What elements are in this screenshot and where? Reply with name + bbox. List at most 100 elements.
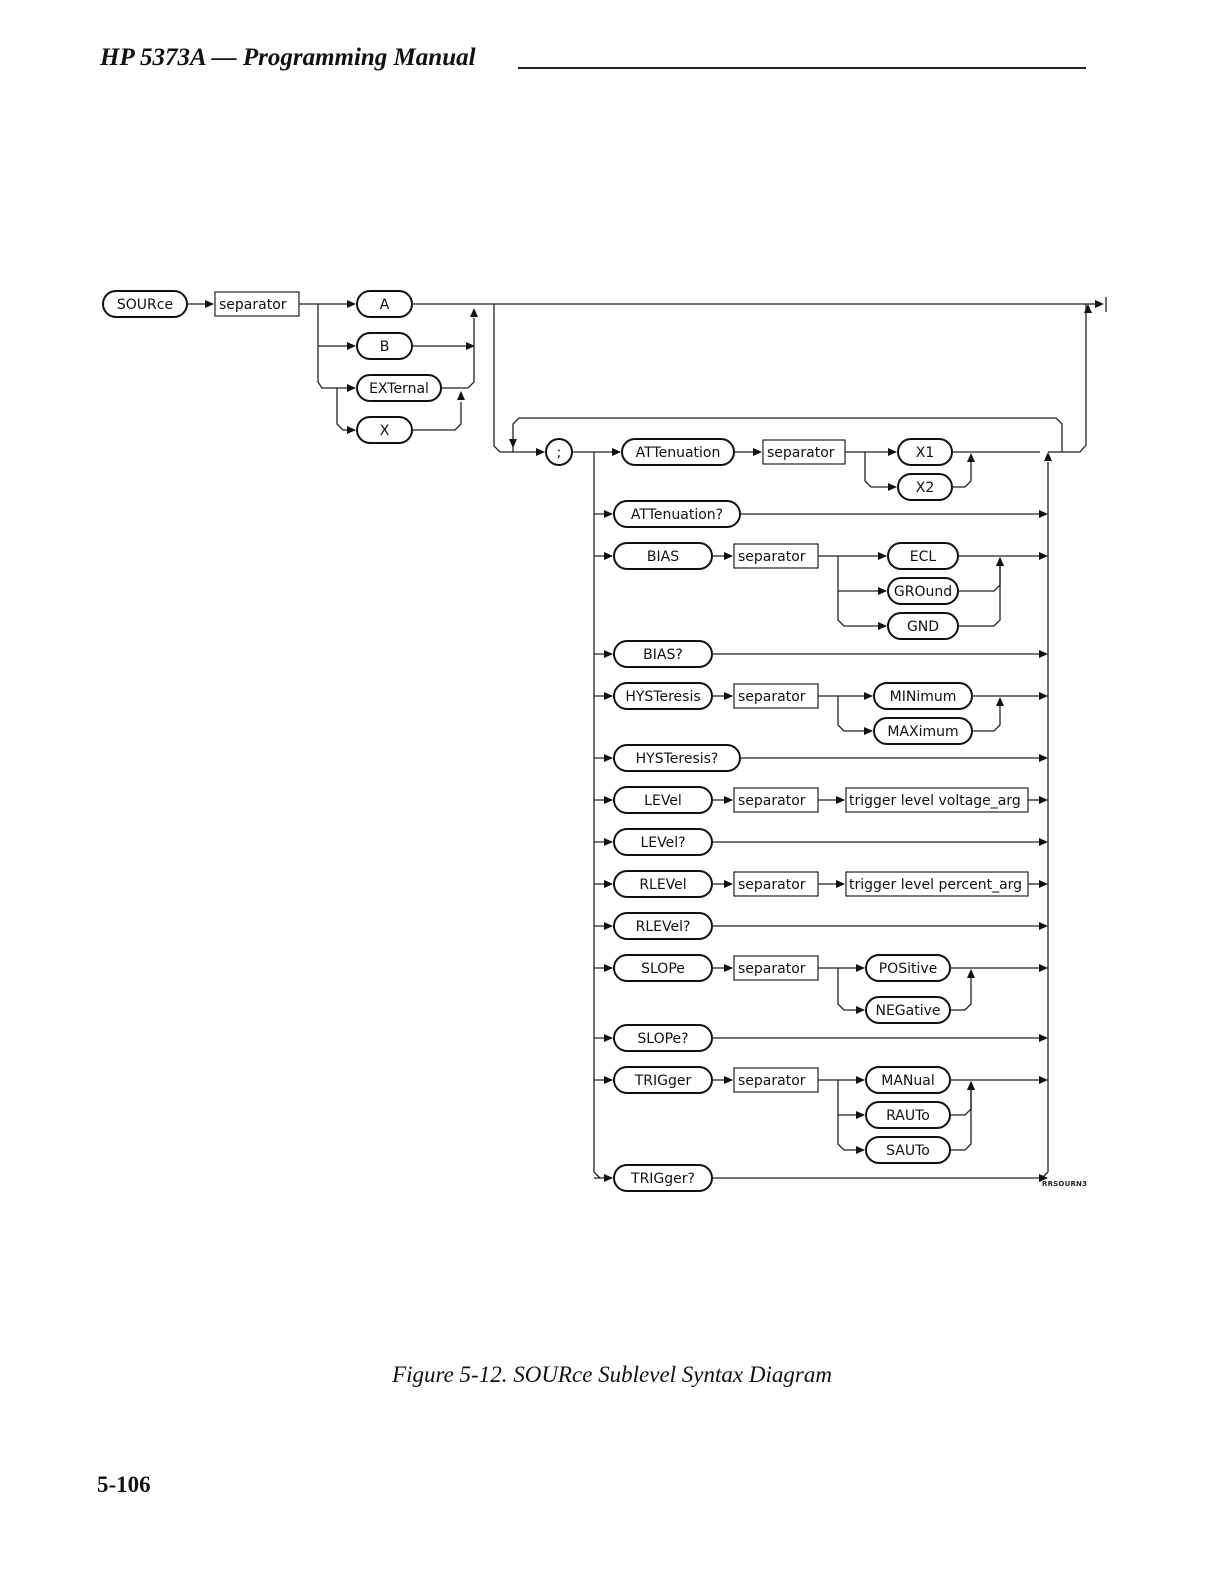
connector-line	[299, 303, 355, 389]
command-trigger-separator-label: separator	[738, 1073, 806, 1089]
arrow-right-icon	[604, 880, 613, 888]
arrow-right-icon	[1039, 838, 1048, 846]
command-bias-label: BIAS?	[643, 647, 683, 663]
command-rlevel-label: RLEVel?	[636, 919, 691, 935]
arrow-right-icon	[836, 796, 845, 804]
command-slope-label: SLOPe	[641, 961, 685, 977]
arrow-right-icon	[347, 384, 356, 392]
arrow-up-icon	[967, 969, 975, 978]
channel-option-external-label: EXTernal	[369, 381, 429, 397]
arrow-right-icon	[347, 342, 356, 350]
arrow-right-icon	[604, 1034, 613, 1042]
command-trigger-label: TRIGger	[634, 1073, 692, 1089]
command-level-argument-label: trigger level voltage_arg	[849, 793, 1021, 809]
arrow-right-icon	[466, 342, 475, 350]
command-bias-option-ecl-label: ECL	[910, 549, 937, 565]
diagram-reference-code: RRSOURN3	[1042, 1180, 1088, 1188]
arrow-right-icon	[604, 922, 613, 930]
command-bias-option-ground-label: GROund	[894, 584, 952, 600]
connector-line	[336, 388, 355, 431]
arrow-right-icon	[864, 692, 873, 700]
arrow-right-icon	[724, 552, 733, 560]
command-hysteresis-option-minimum-label: MINimum	[890, 689, 957, 705]
page-header-title: HP 5373A — Programming Manual	[100, 44, 476, 71]
separator-box-label: separator	[219, 297, 287, 313]
command-bias-option-gnd-label: GND	[907, 619, 939, 635]
connector-line	[593, 452, 601, 1179]
command-rlevel-separator	[733, 871, 819, 897]
channel-option-b-label: B	[380, 339, 390, 355]
arrow-right-icon	[604, 650, 613, 658]
connector-line	[512, 417, 1063, 452]
arrow-up-icon	[1084, 304, 1092, 313]
connector-line	[950, 978, 972, 1011]
command-hysteresis-separator-label: separator	[738, 689, 806, 705]
arrow-right-icon	[856, 1111, 865, 1119]
arrow-down-icon	[509, 439, 517, 448]
command-slope-label: SLOPe?	[637, 1031, 688, 1047]
command-trigger-label: TRIGger?	[630, 1171, 695, 1187]
command-level-argument	[845, 787, 1029, 813]
command-bias-separator-label: separator	[738, 549, 806, 565]
command-slope-option-positive-label: POSitive	[879, 961, 938, 977]
command-rlevel-separator-label: separator	[738, 877, 806, 893]
arrow-right-icon	[724, 964, 733, 972]
command-rlevel-argument	[845, 871, 1029, 897]
arrow-right-icon	[856, 964, 865, 972]
command-rlevel-label: RLEVel	[639, 877, 686, 893]
arrow-right-icon	[836, 880, 845, 888]
arrow-right-icon	[1039, 796, 1048, 804]
connector-line	[950, 1090, 972, 1151]
arrow-right-icon	[878, 622, 887, 630]
arrow-right-icon	[205, 300, 214, 308]
arrow-right-icon	[536, 448, 545, 456]
arrow-right-icon	[612, 448, 621, 456]
channel-option-x-label: X	[380, 423, 390, 439]
arrow-right-icon	[604, 754, 613, 762]
connector-line	[952, 462, 972, 488]
command-attenuation-option-x2-label: X2	[916, 480, 935, 496]
command-level-label: LEVel?	[640, 835, 685, 851]
connector-line	[837, 556, 886, 627]
arrow-right-icon	[878, 587, 887, 595]
connector-line	[864, 452, 896, 488]
arrow-up-icon	[967, 453, 975, 462]
command-hysteresis-option-maximum-label: MAXimum	[887, 724, 958, 740]
arrow-up-icon	[996, 557, 1004, 566]
arrow-right-icon	[347, 300, 356, 308]
arrow-right-icon	[604, 796, 613, 804]
arrow-right-icon	[888, 483, 897, 491]
arrow-up-icon	[967, 1081, 975, 1090]
command-bias-label: BIAS	[647, 549, 679, 565]
header-rule	[518, 67, 1086, 69]
connector-line	[972, 706, 1001, 732]
arrow-right-icon	[1039, 1076, 1048, 1084]
command-hysteresis-label: HYSTeresis?	[636, 751, 719, 767]
command-attenuation-label: ATTenuation?	[631, 507, 723, 523]
arrow-right-icon	[1039, 880, 1048, 888]
command-attenuation-label: ATTenuation	[636, 445, 721, 461]
connector-line	[950, 1090, 972, 1116]
arrow-right-icon	[864, 727, 873, 735]
arrow-right-icon	[888, 448, 897, 456]
loop-separator-semicolon-label: ;	[557, 445, 562, 461]
command-hysteresis-label: HYSTeresis	[625, 689, 700, 705]
arrow-up-icon	[470, 308, 478, 317]
command-attenuation-option-x1-label: X1	[916, 445, 935, 461]
connector-line	[837, 1080, 864, 1151]
figure-caption: Figure 5-12. SOURce Sublevel Syntax Diag…	[392, 1362, 832, 1387]
arrow-right-icon	[604, 552, 613, 560]
arrow-up-icon	[1044, 452, 1052, 461]
command-attenuation-separator-label: separator	[767, 445, 835, 461]
arrow-right-icon	[856, 1006, 865, 1014]
arrow-right-icon	[724, 796, 733, 804]
arrow-right-icon	[1039, 754, 1048, 762]
arrow-right-icon	[1039, 552, 1048, 560]
arrow-right-icon	[604, 964, 613, 972]
connector-line	[441, 318, 475, 389]
arrow-right-icon	[724, 880, 733, 888]
command-trigger-option-rauto-label: RAUTo	[886, 1108, 930, 1124]
arrow-right-icon	[1039, 964, 1048, 972]
arrow-right-icon	[1039, 1174, 1048, 1182]
